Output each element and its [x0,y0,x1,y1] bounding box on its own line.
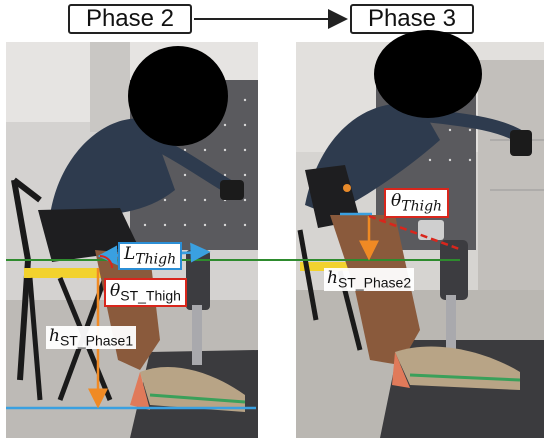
l-thigh-label: LThigh [118,242,183,271]
theta-st-arc [99,255,113,269]
theta-thigh-label: θThigh [384,188,450,219]
theta-st-thigh-label: θST_Thigh [104,278,187,308]
h-st-phase1-label: hST_Phase1 [46,326,137,350]
h-st-phase2-label: hST_Phase2 [324,268,415,292]
phase-3-photo [296,30,544,438]
phase-2-photo [6,42,258,438]
redacted-face-right [374,30,482,118]
redacted-face-left [128,46,228,146]
phase-2-label: Phase 2 [68,4,192,34]
thigh-line-dashed [368,214,463,252]
